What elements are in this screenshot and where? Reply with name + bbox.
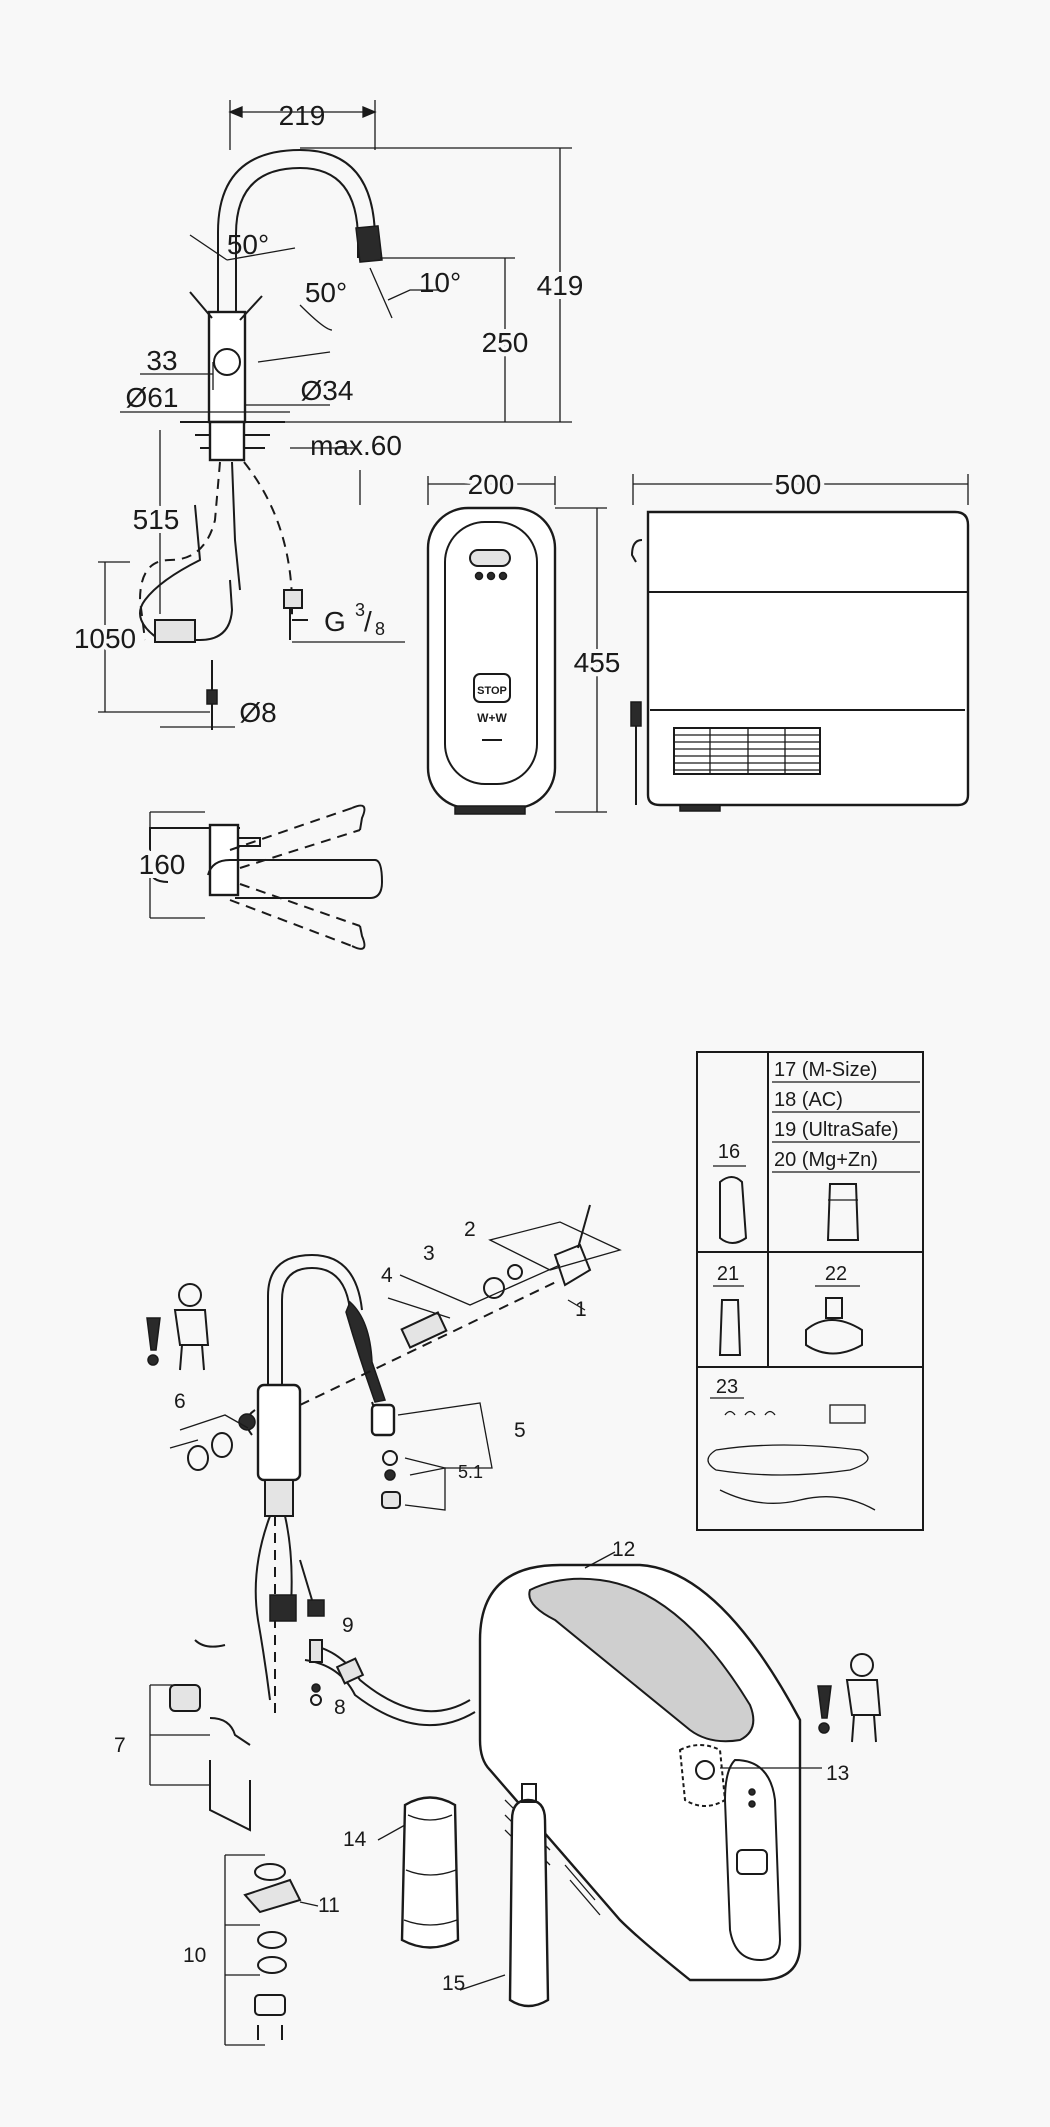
faucet-side-view — [138, 148, 383, 730]
item-21-label: 21 — [717, 1263, 739, 1285]
chiller-side-view — [630, 510, 970, 812]
dim-spout-tilt: 10° — [419, 267, 461, 298]
warning-icon-left — [146, 1283, 210, 1371]
callout-15: 15 — [442, 1972, 465, 1995]
dim-pipe-diameter: Ø8 — [239, 697, 276, 728]
dim-hose-upper: 515 — [133, 504, 180, 535]
callout-2: 2 — [464, 1218, 476, 1241]
dim-lever-offset: 33 — [146, 345, 177, 376]
chiller-front-dimensions: 200 455 — [427, 465, 624, 813]
dim-hole-diameter: Ø34 — [301, 375, 354, 406]
dim-thread-g: G — [324, 606, 346, 637]
filter-variant-19: 19 (UltraSafe) — [774, 1119, 899, 1141]
callout-labels: 1 2 3 4 5 5.1 6 7 8 9 10 11 12 13 14 15 — [114, 1218, 849, 1995]
callout-13: 13 — [826, 1762, 849, 1785]
dim-hose-total: 1050 — [74, 623, 136, 654]
callout-5: 5 — [514, 1419, 526, 1442]
item-22-label: 22 — [825, 1263, 847, 1285]
dim-chiller-width: 200 — [468, 469, 515, 500]
dim-total-height: 419 — [537, 270, 584, 301]
dim-thread: G 3 / 8 — [324, 600, 385, 639]
chiller-front-view: STOP W+W — [426, 506, 557, 815]
callout-3: 3 — [423, 1242, 435, 1265]
filter-variant-17: 17 (M-Size) — [774, 1059, 877, 1081]
chiller-mode-label: W+W — [477, 711, 507, 725]
callout-10: 10 — [183, 1944, 206, 1967]
filter-variant-18: 18 (AC) — [774, 1089, 843, 1111]
item-16-label: 16 — [718, 1141, 740, 1163]
filter-variant-20: 20 (Mg+Zn) — [774, 1149, 878, 1171]
faucet-dimension-labels: 219 50° 50° 10° 419 250 33 Ø61 Ø34 max.6… — [70, 100, 588, 728]
callout-1: 1 — [575, 1298, 587, 1321]
faucet-dimension-lines — [98, 100, 572, 728]
exploded-chiller — [377, 1551, 822, 2008]
dim-thread-num: 3 — [355, 600, 365, 620]
warning-icon-right — [817, 1653, 882, 1743]
item-23-label: 23 — [716, 1376, 738, 1398]
chiller-side-dimensions: 500 — [632, 465, 969, 505]
dim-spout-reach: 219 — [279, 100, 326, 131]
faucet-top-view: 160 — [135, 804, 384, 950]
dim-thread-den: 8 — [375, 619, 385, 639]
dim-swivel-depth: 160 — [139, 849, 186, 880]
callout-4: 4 — [381, 1264, 393, 1287]
callout-5-1: 5.1 — [458, 1462, 483, 1482]
dim-lever-angle-top: 50° — [227, 229, 269, 260]
accessory-table: 17 (M-Size) 18 (AC) 19 (UltraSafe) 20 (M… — [696, 1051, 924, 1531]
dim-thread-slash: / — [364, 606, 372, 637]
exploded-faucet — [149, 1204, 622, 2046]
callout-12: 12 — [612, 1538, 635, 1561]
callout-8: 8 — [334, 1696, 346, 1719]
dim-outlet-height: 250 — [482, 327, 529, 358]
dim-counter-thickness: max.60 — [310, 430, 402, 461]
chiller-vent-grille — [673, 727, 821, 775]
chiller-stop-label: STOP — [477, 685, 507, 697]
callout-7: 7 — [114, 1734, 126, 1757]
callout-9: 9 — [342, 1614, 354, 1637]
callout-6: 6 — [174, 1390, 186, 1413]
dim-chiller-depth: 500 — [775, 469, 822, 500]
dim-chiller-height: 455 — [574, 647, 621, 678]
callout-11: 11 — [318, 1894, 340, 1917]
callout-14: 14 — [343, 1828, 367, 1851]
dim-lever-angle-side: 50° — [305, 277, 347, 308]
warning-figures — [146, 1283, 882, 1743]
dim-base-diameter: Ø61 — [126, 382, 179, 413]
